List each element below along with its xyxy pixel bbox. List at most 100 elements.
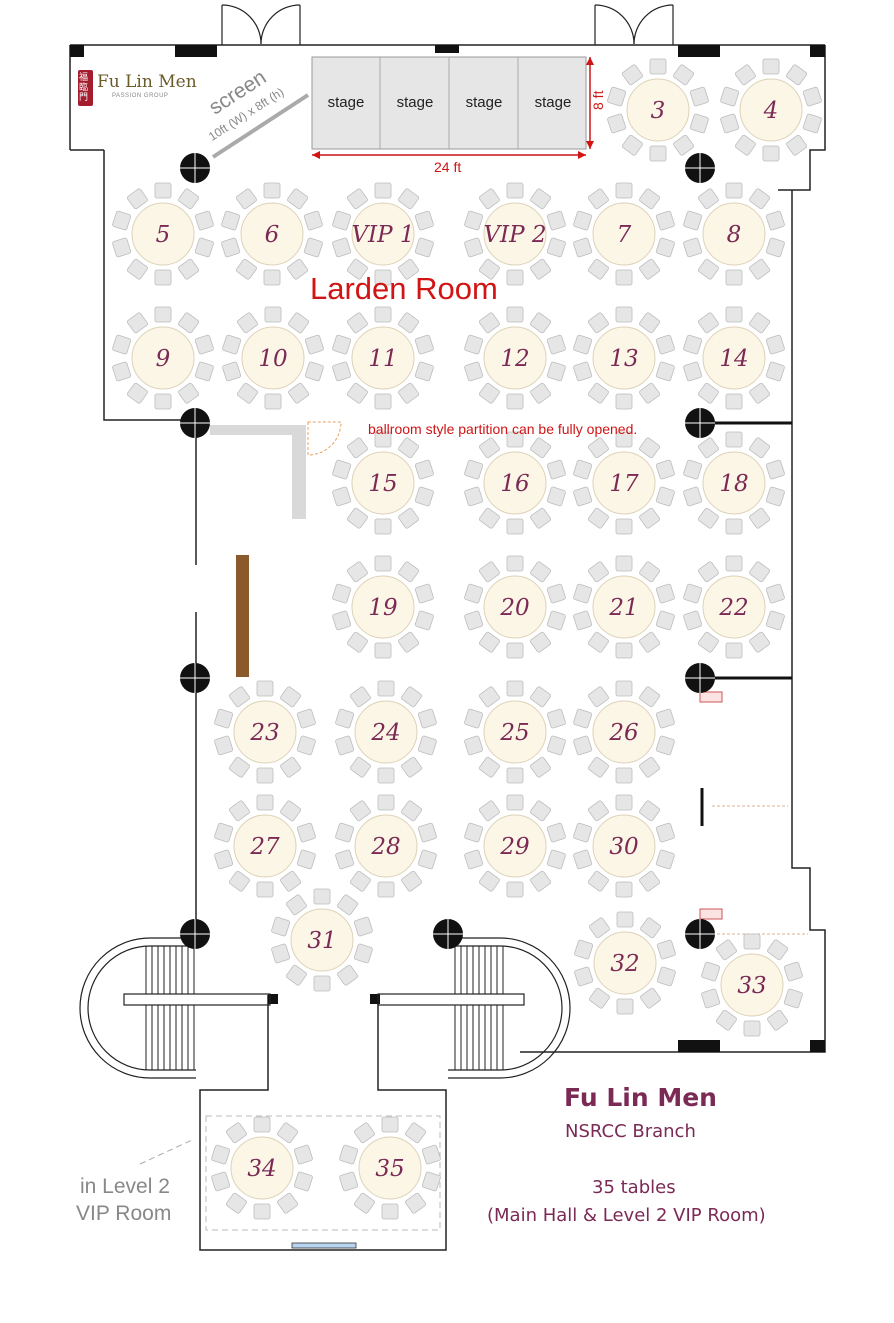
chair bbox=[377, 881, 395, 898]
chair bbox=[303, 237, 323, 258]
chair bbox=[228, 870, 250, 892]
chair bbox=[464, 334, 484, 355]
chair bbox=[478, 258, 500, 280]
chair bbox=[253, 1203, 271, 1220]
chair bbox=[749, 382, 771, 404]
table-4: 4 bbox=[720, 58, 822, 162]
chair bbox=[673, 64, 695, 86]
table-top bbox=[702, 575, 766, 639]
chair bbox=[573, 361, 593, 382]
table-5: 5 bbox=[112, 182, 214, 286]
staircase-left bbox=[79, 937, 271, 1079]
chair bbox=[640, 917, 662, 939]
vip-room-pointer bbox=[139, 1139, 193, 1165]
chair bbox=[697, 631, 719, 653]
table-25: 25 bbox=[464, 680, 566, 784]
chair bbox=[689, 113, 709, 134]
chair bbox=[401, 800, 423, 822]
vip-room-window bbox=[291, 1242, 357, 1249]
chair bbox=[720, 86, 740, 107]
chair bbox=[478, 686, 500, 708]
chair bbox=[377, 680, 395, 697]
table-label: 26 bbox=[608, 720, 638, 746]
chair bbox=[655, 486, 675, 507]
chair bbox=[287, 258, 309, 280]
chair bbox=[530, 686, 552, 708]
room-name: Larden Room bbox=[310, 271, 498, 306]
staircase-right bbox=[377, 937, 571, 1079]
chair bbox=[478, 870, 500, 892]
chair bbox=[335, 735, 355, 756]
logo-tagline: PASSION GROUP bbox=[112, 93, 169, 99]
wall-blocks bbox=[70, 45, 825, 1052]
projection-screen bbox=[211, 93, 310, 159]
chair bbox=[414, 334, 434, 355]
chair bbox=[335, 822, 355, 843]
chair bbox=[464, 237, 484, 258]
chair bbox=[615, 393, 633, 410]
chair bbox=[689, 86, 709, 107]
table-6: 6 bbox=[221, 182, 323, 286]
chair bbox=[701, 988, 721, 1009]
table-31: 31 bbox=[271, 888, 373, 992]
chair bbox=[349, 686, 371, 708]
table-label: 27 bbox=[249, 834, 280, 860]
chair bbox=[762, 58, 780, 75]
chair bbox=[615, 881, 633, 898]
chair bbox=[478, 756, 500, 778]
chair bbox=[464, 610, 484, 631]
stage-width-label: 24 ft bbox=[434, 159, 462, 175]
chair bbox=[765, 210, 785, 231]
chair bbox=[725, 518, 743, 535]
chair bbox=[478, 382, 500, 404]
chair bbox=[639, 507, 661, 529]
table-top bbox=[702, 202, 766, 266]
table-8: 8 bbox=[683, 182, 785, 286]
table-21: 21 bbox=[573, 555, 675, 659]
chair bbox=[616, 998, 634, 1015]
chair bbox=[313, 975, 331, 992]
chair bbox=[263, 182, 281, 199]
chair bbox=[587, 561, 609, 583]
table-top bbox=[358, 1136, 422, 1200]
table-label: 25 bbox=[499, 720, 529, 746]
chair bbox=[353, 916, 373, 937]
chair bbox=[615, 518, 633, 535]
chair bbox=[398, 561, 420, 583]
table-label: 9 bbox=[156, 346, 171, 372]
stage bbox=[311, 56, 594, 159]
table-label: 29 bbox=[499, 834, 529, 860]
chair bbox=[639, 870, 661, 892]
chair bbox=[639, 188, 661, 210]
table-9: 9 bbox=[112, 306, 214, 410]
chair bbox=[374, 431, 392, 448]
chair bbox=[734, 64, 756, 86]
chair bbox=[749, 507, 771, 529]
chair bbox=[271, 943, 291, 964]
chair bbox=[339, 1171, 359, 1192]
table-top bbox=[483, 326, 547, 390]
chair bbox=[194, 237, 214, 258]
chair bbox=[786, 134, 808, 156]
chair bbox=[154, 393, 172, 410]
chair bbox=[697, 258, 719, 280]
table-label: VIP 1 bbox=[351, 222, 414, 248]
chair bbox=[639, 631, 661, 653]
chair bbox=[293, 1144, 313, 1165]
chair bbox=[154, 182, 172, 199]
chair bbox=[337, 964, 359, 986]
pillar bbox=[685, 919, 715, 949]
chair bbox=[256, 794, 274, 811]
table-33: 33 bbox=[701, 933, 803, 1037]
table-label: 17 bbox=[609, 471, 639, 497]
table-label: 5 bbox=[156, 222, 171, 248]
chair bbox=[296, 708, 316, 729]
chair bbox=[398, 188, 420, 210]
chair bbox=[734, 134, 756, 156]
table-label: 3 bbox=[651, 98, 666, 124]
chair bbox=[374, 182, 392, 199]
table-label: 33 bbox=[737, 973, 766, 999]
table-top bbox=[351, 202, 415, 266]
chair bbox=[587, 188, 609, 210]
chair bbox=[417, 849, 437, 870]
